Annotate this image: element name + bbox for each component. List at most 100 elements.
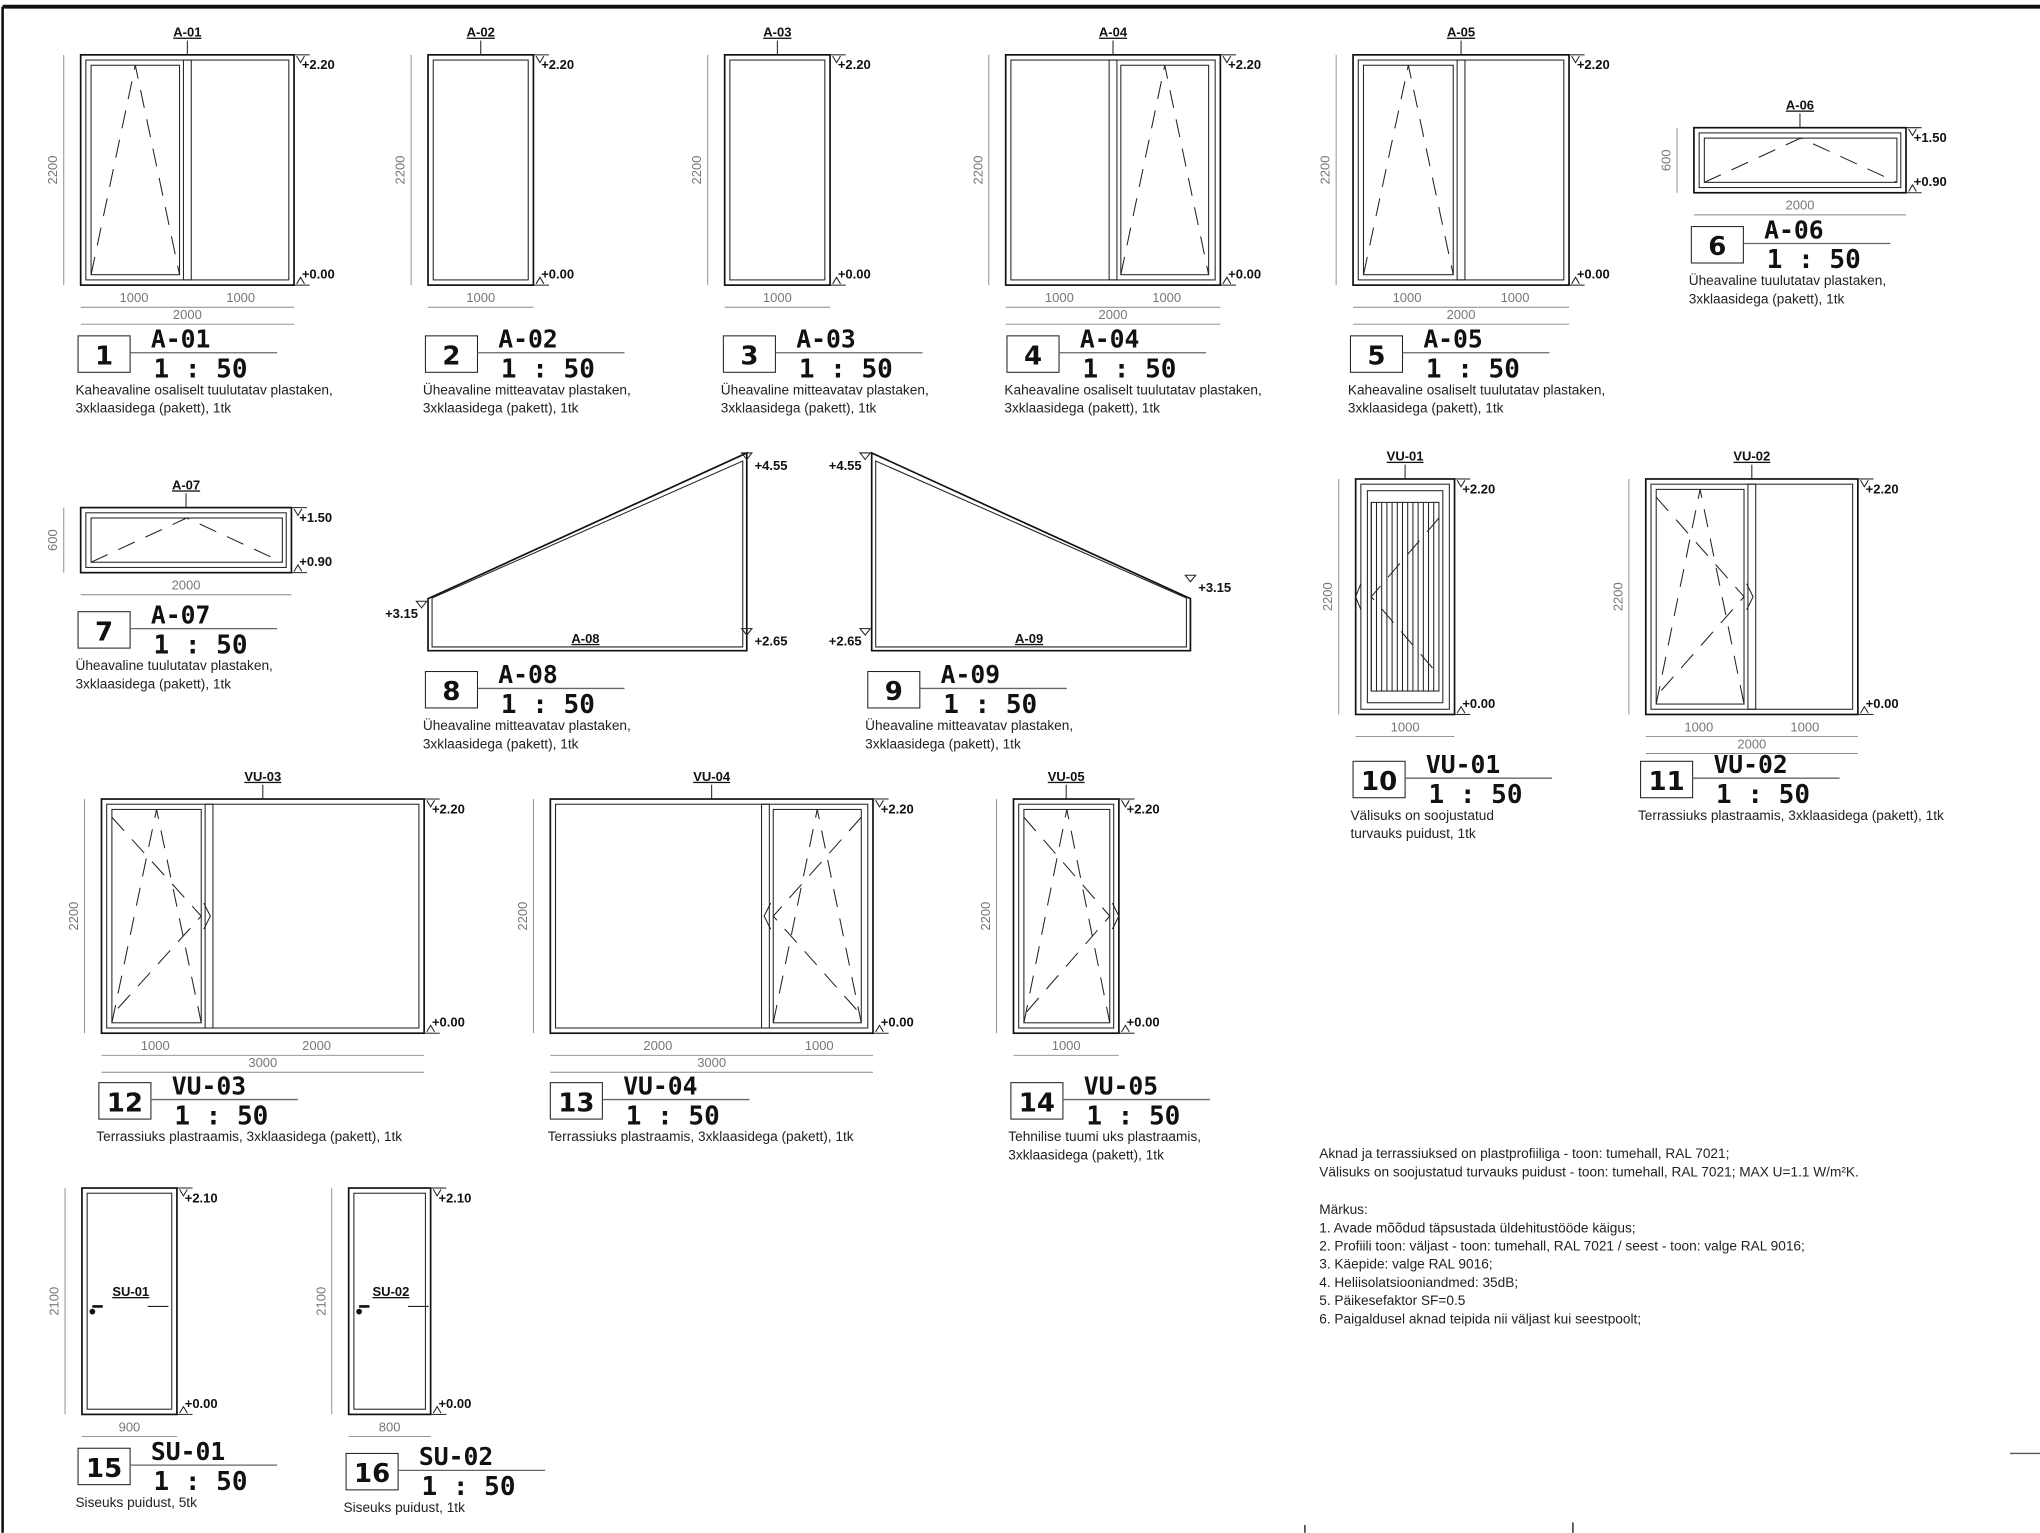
level-label: +0.00 (881, 1015, 914, 1030)
hinge-marker-icon (763, 902, 772, 930)
item-code: A-04 (1080, 325, 1140, 354)
level-label: +2.20 (302, 57, 335, 72)
item-number-box (77, 335, 131, 373)
level-label: +0.00 (1462, 696, 1495, 711)
item-code: A-07 (151, 600, 211, 629)
window-tag: A-01 (173, 25, 201, 40)
frame-inner (353, 1192, 426, 1410)
item-code: A-01 (151, 325, 211, 354)
level-marker-icon (858, 452, 872, 461)
width-dimension: 1000 (1391, 719, 1420, 734)
level-label: +0.00 (302, 267, 335, 282)
window-outline (870, 451, 1192, 652)
tilt-opening-lines (1704, 137, 1898, 183)
level-label: +3.15 (1198, 580, 1231, 595)
item-number: 4 (1024, 341, 1042, 371)
frame-inner (555, 803, 869, 1029)
height-dimension: 2200 (66, 902, 81, 931)
level-marker-icon (296, 55, 305, 64)
level-marker-icon (1571, 55, 1580, 64)
item-scale: 1 : 50 (501, 690, 595, 720)
total-dimension: 3000 (248, 1055, 277, 1070)
level-marker-icon (1860, 480, 1869, 488)
door-handle-icon (356, 1308, 362, 1315)
note-item: 4. Heliisolatsiooniandmed: 35dB; (1319, 1275, 1518, 1290)
mullion (1456, 59, 1466, 281)
item-number: 14 (1019, 1088, 1055, 1118)
level-marker-icon (1121, 800, 1130, 808)
width-dimension: 1000 (141, 1038, 170, 1053)
item-description: Terrassiuks plastraamis, 3xklaasidega (p… (96, 1129, 402, 1144)
sash (1120, 64, 1210, 276)
window-inner-frame (431, 460, 744, 648)
item-scale: 1 : 50 (1429, 780, 1523, 810)
level-marker-icon (875, 800, 884, 808)
item-number-box (424, 671, 478, 709)
width-dimension: 2000 (1786, 198, 1815, 213)
item-description: turvauks puidust, 1tk (1350, 826, 1475, 841)
level-label: +2.20 (1127, 801, 1160, 816)
door-leaf (1366, 490, 1444, 704)
frame-inner (1010, 59, 1216, 281)
height-dimension: 2200 (515, 902, 530, 931)
height-dimension: 2200 (978, 902, 993, 931)
mullion (1108, 59, 1118, 281)
window-tag: VU-04 (693, 769, 731, 784)
window-tag: A-02 (467, 25, 495, 40)
tilt-opening-lines (1120, 65, 1210, 275)
level-label: +2.65 (755, 634, 788, 649)
level-label: +0.00 (432, 1015, 465, 1030)
notes-block: Aknad ja terrassiuksed on plastprofiilig… (1319, 1146, 1859, 1326)
note-item: 2. Profiili toon: väljast - toon: tumeha… (1319, 1238, 1805, 1253)
item-description: 3xklaasidega (pakett), 1tk (75, 401, 231, 416)
level-marker-icon (293, 508, 303, 517)
item-number: 12 (107, 1088, 143, 1118)
item-scale: 1 : 50 (174, 1101, 268, 1131)
item-number-box (77, 611, 131, 649)
level-label: +2.20 (1577, 57, 1610, 72)
item-scale: 1 : 50 (154, 354, 248, 384)
level-label: +4.55 (829, 458, 862, 473)
hinge-marker-icon (203, 902, 211, 930)
item-code: VU-05 (1084, 1071, 1158, 1100)
width-dimension: 1000 (1501, 290, 1530, 305)
item-description: Kaheavaline osaliselt tuulutatav plastak… (75, 382, 332, 397)
window-tag: A-06 (1786, 97, 1814, 112)
item-number: 9 (885, 677, 903, 707)
item-number: 7 (95, 617, 113, 647)
sash (90, 64, 181, 276)
item-description: 3xklaasidega (pakett), 1tk (1008, 1147, 1164, 1162)
mullion (1747, 483, 1757, 710)
item-code: SU-01 (151, 1437, 225, 1466)
sash (1703, 137, 1898, 183)
item-number-box (1010, 1082, 1064, 1120)
level-marker-icon (858, 628, 872, 636)
window-outline (427, 451, 748, 652)
level-label: +4.55 (755, 458, 788, 473)
turn-opening-lines (772, 816, 862, 1016)
level-label: +0.90 (299, 554, 332, 569)
mullion (182, 59, 192, 281)
level-label: +2.65 (829, 634, 862, 649)
item-code: A-06 (1764, 215, 1823, 244)
level-marker-icon (293, 563, 303, 572)
item-description: Üheavaline mitteavatav plastaken, (865, 718, 1073, 733)
frame-outer (1012, 798, 1120, 1035)
window-tag: A-07 (172, 477, 200, 492)
level-marker-icon (740, 628, 754, 636)
sash (772, 808, 862, 1024)
width-dimension: 1000 (763, 290, 792, 305)
turn-opening-lines (1023, 816, 1111, 1016)
item-code: A-03 (796, 325, 856, 354)
width-dimension: 1000 (120, 290, 149, 305)
door-handle-icon (89, 1308, 96, 1315)
level-label: +0.00 (185, 1396, 218, 1411)
total-dimension: 2000 (173, 307, 202, 322)
level-marker-icon (1908, 128, 1917, 137)
level-marker-icon (535, 276, 545, 285)
height-dimension: 2200 (45, 156, 60, 185)
level-label: +0.00 (1127, 1015, 1160, 1030)
